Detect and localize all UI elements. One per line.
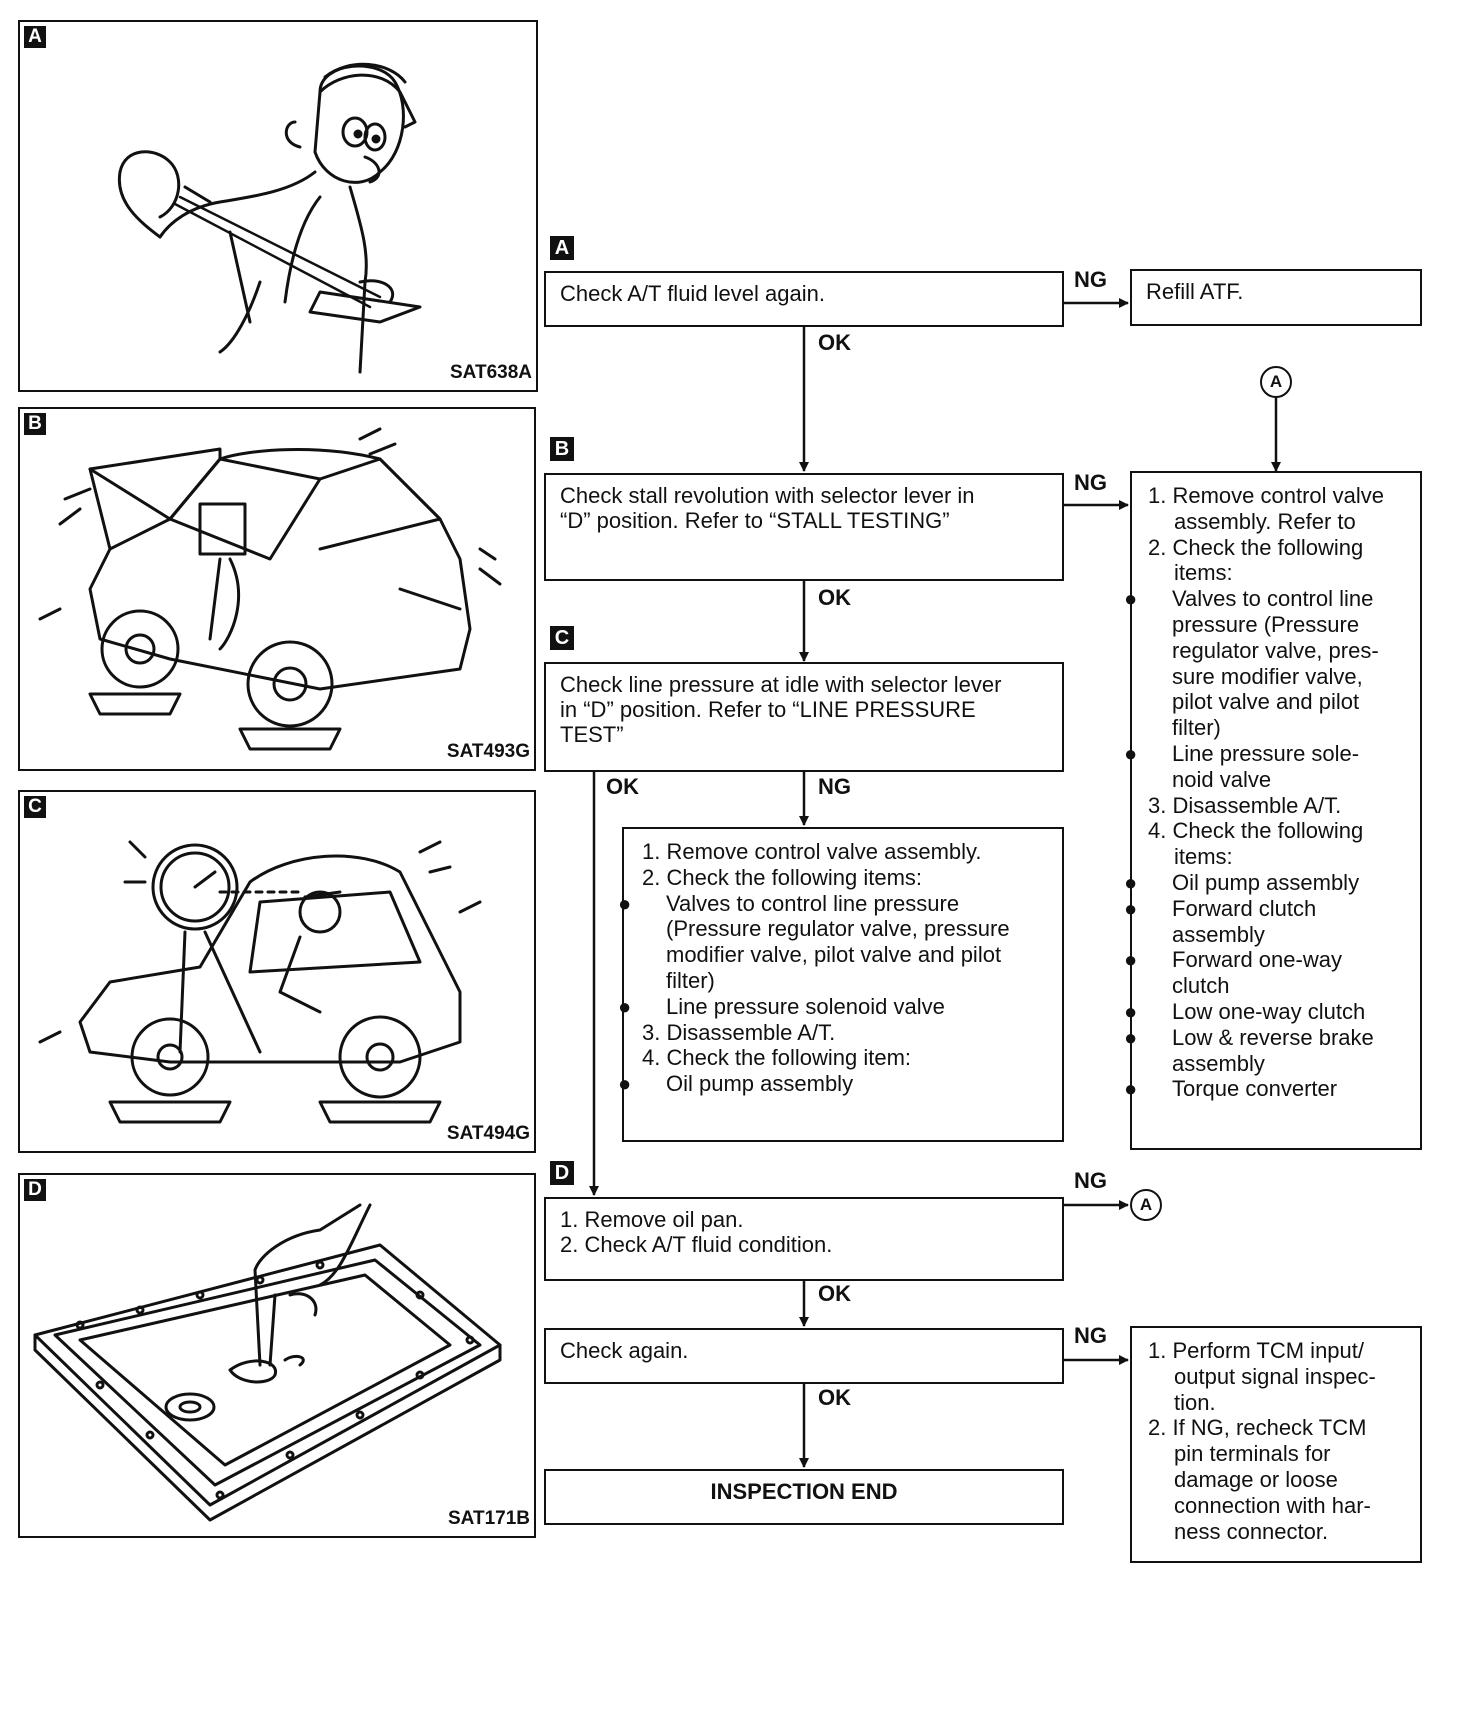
step-a-ok-label: OK (818, 330, 851, 355)
figure-d: D SAT171B (18, 1173, 536, 1538)
step-d-item2: 2. Check A/T fluid condition. (560, 1232, 833, 1257)
step-c-line2: in “D” position. Refer to “LINE PRESSURE (560, 697, 976, 722)
step-c-ng-label: NG (818, 774, 851, 799)
middle-bullet-oil-pump: ●Oil pump assembly (618, 1071, 854, 1097)
middle-item-3: 3. Disassemble A/T. (642, 1019, 836, 1045)
middle-bullet-solenoid: ●Line pressure solenoid valve (618, 993, 945, 1019)
connector-a-top: A (1260, 366, 1292, 398)
middle-item-4: 4. Check the following item: (642, 1045, 912, 1071)
step-a-tag: A (550, 236, 574, 260)
middle-item-2: 2. Check the following items: (642, 864, 923, 890)
step-a-ng-label: NG (1074, 267, 1107, 292)
figure-b-code: SAT493G (446, 741, 530, 762)
connector-a-bottom: A (1130, 1189, 1162, 1221)
check-again-ng-label: NG (1074, 1323, 1107, 1348)
line-pressure-gauge-illustration (38, 840, 482, 1124)
step-c-tag: C (550, 626, 574, 650)
inspection-end-box: INSPECTION END (544, 1469, 1064, 1525)
figure-a-tag: A (24, 26, 46, 48)
step-d-item1: 1. Remove oil pan. (560, 1207, 744, 1232)
right-bullet-oil-pump: ●Oil pump assembly (1124, 869, 1360, 895)
check-again-ok-label: OK (818, 1385, 851, 1410)
middle-bullet-valves: ●Valves to control line pressure(Pressur… (618, 890, 1010, 993)
refill-atf-box: Refill ATF. (1130, 269, 1422, 326)
step-b-box: Check stall revolution with selector lev… (544, 473, 1064, 581)
tcm-item-1: 1. Perform TCM input/output signal inspe… (1148, 1338, 1376, 1415)
step-d-box: 1. Remove oil pan. 2. Check A/T fluid co… (544, 1197, 1064, 1281)
check-again-box: Check again. (544, 1328, 1064, 1384)
right-bullet-torque: ●Torque converter (1124, 1076, 1338, 1102)
step-c-line3: TEST” (560, 722, 624, 747)
step-d-tag: D (550, 1161, 574, 1185)
figure-d-code: SAT171B (447, 1508, 530, 1529)
figure-c-code: SAT494G (446, 1123, 530, 1144)
tcm-inspection-box: 1. Perform TCM input/output signal inspe… (1130, 1326, 1422, 1563)
step-b-line2: “D” position. Refer to “STALL TESTING” (560, 508, 950, 533)
figure-a: A SAT638A (18, 20, 538, 392)
figure-c: C SAT494G (18, 790, 536, 1153)
middle-control-valve-box: 1. Remove control valve assembly. 2. Che… (618, 827, 1064, 1142)
step-a-box: Check A/T fluid level again. (544, 271, 1064, 327)
right-bullet-low-oneway: ●Low one-way clutch (1124, 998, 1366, 1024)
inspection-end-text: INSPECTION END (710, 1479, 898, 1504)
mechanic-dipstick-illustration (117, 62, 422, 374)
right-item-3: 3. Disassemble A/T. (1148, 792, 1342, 818)
figure-b-tag: B (24, 413, 46, 435)
step-d-ng-label: NG (1074, 1168, 1107, 1193)
step-c-line1: Check line pressure at idle with selecto… (560, 672, 1002, 697)
right-bullet-solenoid: ●Line pressure sole-noid valve (1124, 740, 1360, 792)
figure-c-tag: C (24, 796, 46, 818)
step-c-box: Check line pressure at idle with selecto… (544, 662, 1064, 772)
figure-d-tag: D (24, 1179, 46, 1201)
figure-b: B SAT493G (18, 407, 536, 771)
step-c-ok-label: OK (606, 774, 639, 799)
step-b-line1: Check stall revolution with selector lev… (560, 483, 975, 508)
oil-pan-inspection-illustration (33, 1203, 502, 1522)
step-d-ok-label: OK (818, 1281, 851, 1306)
step-b-tag: B (550, 437, 574, 461)
step-b-ok-label: OK (818, 585, 851, 610)
figure-a-code: SAT638A (449, 362, 532, 383)
step-b-ng-label: NG (1074, 470, 1107, 495)
step-a-text: Check A/T fluid level again. (560, 281, 825, 306)
refill-atf-text: Refill ATF. (1146, 279, 1244, 304)
check-again-text: Check again. (560, 1338, 689, 1363)
car-stall-test-illustration (38, 427, 502, 751)
middle-item-1: 1. Remove control valve assembly. (642, 839, 982, 864)
